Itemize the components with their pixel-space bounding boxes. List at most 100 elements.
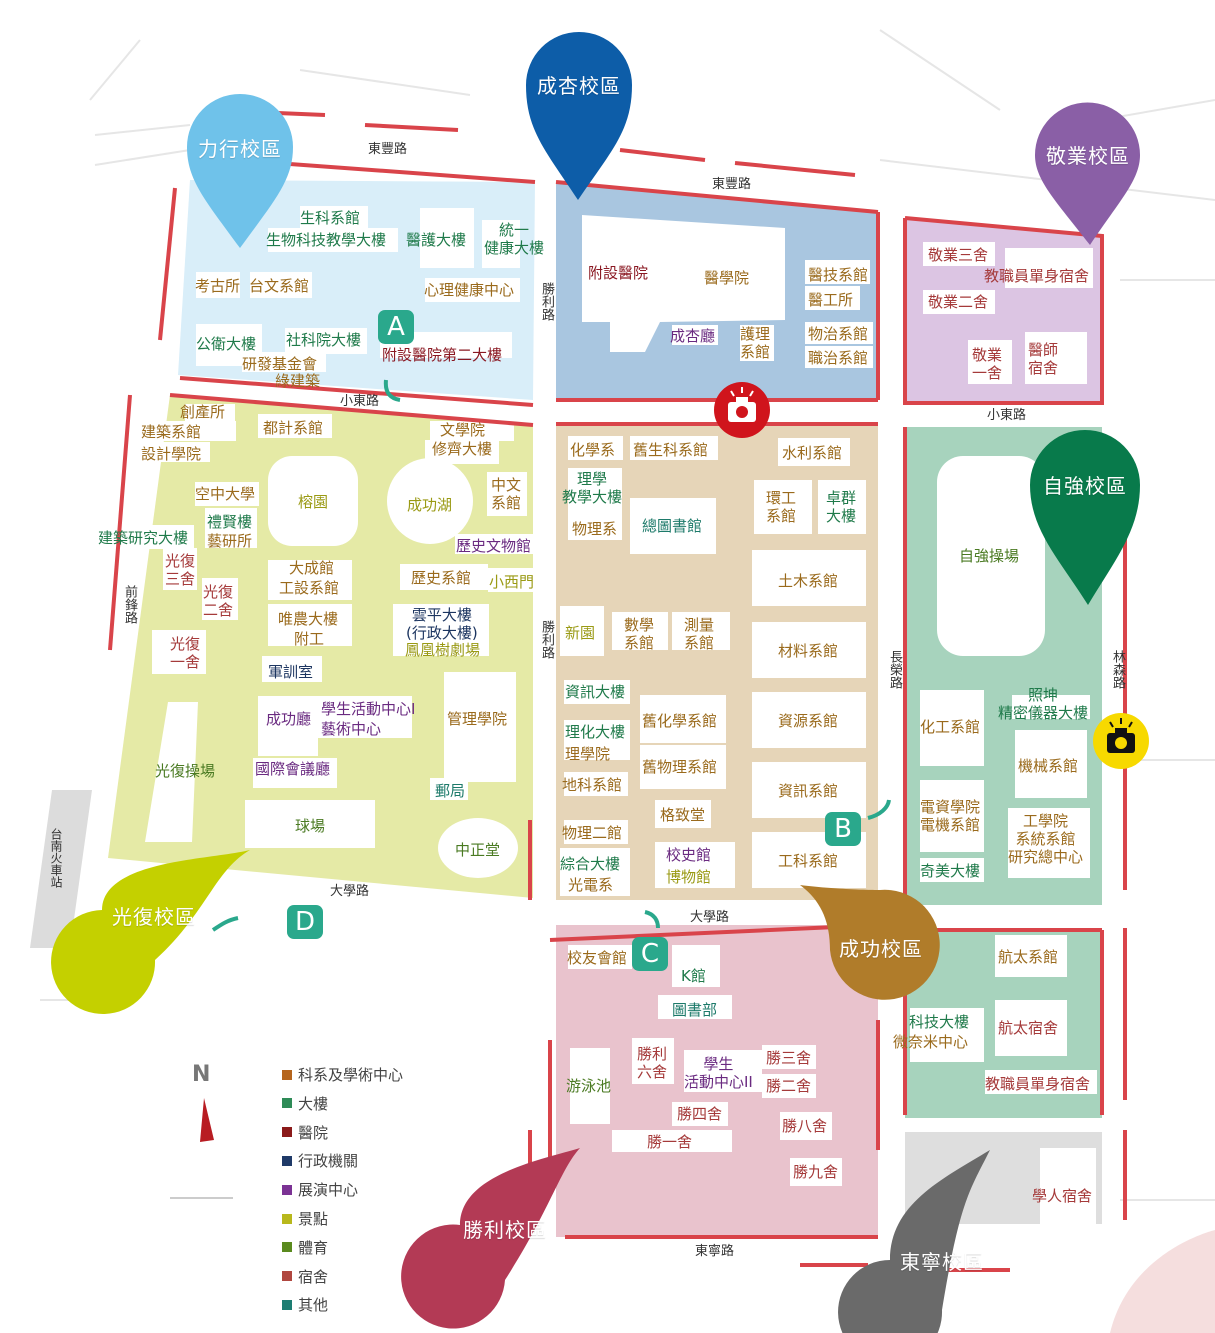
dorm-scholar[interactable]: 學人宿舍 bbox=[1032, 1187, 1093, 1205]
building-arch-research[interactable]: 建築研究大樓 bbox=[98, 529, 189, 547]
building-opto[interactable]: 光電系 bbox=[568, 876, 614, 894]
exhibit-history-museum[interactable]: 歷史文物館 bbox=[456, 537, 532, 555]
building-integrated[interactable]: 綜合大樓 bbox=[560, 855, 621, 873]
landmark-museum[interactable]: 博物館 bbox=[666, 868, 712, 886]
building-k-hall[interactable]: K館 bbox=[681, 967, 706, 985]
building-urban[interactable]: 都計系館 bbox=[263, 419, 324, 437]
building-physics[interactable]: 物理系 bbox=[572, 520, 618, 538]
sports-kuangfu-field[interactable]: 光復操場 bbox=[155, 762, 216, 780]
building-chemistry[interactable]: 化學系 bbox=[570, 441, 616, 459]
marker-b[interactable]: B bbox=[825, 812, 861, 846]
building-nano[interactable]: 微奈米中心 bbox=[893, 1033, 969, 1051]
building-chem-eng[interactable]: 化工系館 bbox=[920, 718, 981, 736]
building-sci-college[interactable]: 理學院 bbox=[565, 745, 611, 763]
building-nursing-dept[interactable]: 護理 系館 bbox=[740, 325, 771, 361]
building-mental-health[interactable]: 心理健康中心 bbox=[424, 281, 515, 299]
building-med-tech[interactable]: 醫技系館 bbox=[808, 266, 869, 284]
building-sci-eng[interactable]: 理化大樓 bbox=[565, 723, 626, 741]
building-research-fund[interactable]: 研發基金會 bbox=[242, 355, 318, 373]
building-dacheng[interactable]: 大成館 bbox=[289, 559, 335, 577]
building-taiwan-lit[interactable]: 台文系館 bbox=[249, 277, 310, 295]
sports-zhongzheng[interactable]: 中正堂 bbox=[455, 841, 501, 859]
dorm-shengli3[interactable]: 勝三舍 bbox=[766, 1049, 812, 1067]
building-life-sci[interactable]: 生科系館 bbox=[300, 209, 361, 227]
building-creative[interactable]: 創產所 bbox=[180, 403, 226, 421]
building-hydraulic[interactable]: 水利系館 bbox=[782, 444, 843, 462]
landmark-new-garden[interactable]: 新園 bbox=[565, 624, 596, 642]
building-old-bio[interactable]: 舊生科系館 bbox=[633, 441, 709, 459]
building-archaeology[interactable]: 考古所 bbox=[195, 277, 241, 295]
dorm-chingyeh3[interactable]: 敬業三舍 bbox=[928, 246, 989, 264]
building-med-eng[interactable]: 醫工所 bbox=[808, 291, 854, 309]
building-design[interactable]: 設計學院 bbox=[141, 445, 202, 463]
camera-icon[interactable] bbox=[714, 382, 770, 438]
building-chinese[interactable]: 中文 系館 bbox=[491, 476, 522, 512]
building-liberal-arts[interactable]: 文學院 bbox=[440, 421, 486, 439]
building-social-sci[interactable]: 社科院大樓 bbox=[286, 331, 362, 349]
dorm-shengli4[interactable]: 勝四舍 bbox=[677, 1105, 723, 1123]
pin-chingyeh[interactable]: 敬業校區 bbox=[1046, 143, 1130, 168]
building-hospital[interactable]: 附設醫院 bbox=[588, 264, 649, 282]
building-old-chem[interactable]: 舊化學系館 bbox=[642, 712, 718, 730]
building-gezhi[interactable]: 格致堂 bbox=[660, 806, 706, 824]
pin-chengkung[interactable]: 成功校區 bbox=[839, 936, 923, 961]
landmark-lake[interactable]: 成功湖 bbox=[407, 496, 453, 514]
marker-c[interactable]: C bbox=[632, 937, 668, 971]
building-physics2[interactable]: 物理二館 bbox=[562, 824, 623, 842]
marker-a[interactable]: A bbox=[378, 310, 414, 344]
sports-ballfield[interactable]: 球場 bbox=[295, 817, 326, 835]
exhibit-conference[interactable]: 國際會議廳 bbox=[255, 760, 331, 778]
building-bio-tech[interactable]: 生物科技教學大樓 bbox=[266, 231, 387, 249]
building-hospital-2[interactable]: 附設醫院第二大樓 bbox=[382, 346, 503, 364]
building-weinong[interactable]: 唯農大樓 bbox=[278, 610, 339, 628]
pin-tzuchiang[interactable]: 自強校區 bbox=[1043, 473, 1127, 498]
building-science[interactable]: 理學 教學大樓 bbox=[562, 470, 623, 506]
pin-kuangfu[interactable]: 光復校區 bbox=[112, 904, 196, 929]
dorm-kuangfu3[interactable]: 光復 三舍 bbox=[165, 552, 196, 588]
building-survey[interactable]: 測量 系館 bbox=[684, 616, 715, 652]
exhibit-student-center-2[interactable]: 學生 活動中心II bbox=[684, 1055, 753, 1091]
building-eng-college[interactable]: 工學院 系統系館 研究總中心 bbox=[1008, 812, 1084, 866]
dorm-chingyeh2[interactable]: 敬業二舍 bbox=[928, 293, 989, 311]
building-yunping[interactable]: 雲平大樓 (行政大樓) bbox=[406, 606, 478, 642]
building-ind-design[interactable]: 工設系館 bbox=[279, 579, 340, 597]
building-aero[interactable]: 航太系館 bbox=[998, 948, 1059, 966]
building-nursing[interactable]: 醫護大樓 bbox=[406, 231, 467, 249]
building-cs[interactable]: 資訊系館 bbox=[778, 782, 839, 800]
sports-tzuchiang-field[interactable]: 自強操場 bbox=[959, 547, 1020, 565]
building-affil-school[interactable]: 附工 bbox=[294, 630, 325, 648]
dorm-kuangfu2[interactable]: 光復 二舍 bbox=[203, 583, 234, 619]
building-civil[interactable]: 土木系館 bbox=[778, 572, 839, 590]
exhibit-student-center[interactable]: 學生活動中心I bbox=[321, 700, 416, 718]
building-arch-dept[interactable]: 建築系館 bbox=[141, 423, 202, 441]
building-occupational[interactable]: 職治系館 bbox=[808, 349, 869, 367]
building-resources[interactable]: 資源系館 bbox=[778, 712, 839, 730]
dorm-staff[interactable]: 教職員單身宿舍 bbox=[984, 267, 1090, 285]
building-public-health[interactable]: 公衛大樓 bbox=[196, 335, 257, 353]
dorm-staff-2[interactable]: 教職員單身宿舍 bbox=[985, 1075, 1091, 1093]
building-physio[interactable]: 物治系館 bbox=[808, 325, 869, 343]
dorm-shengli6[interactable]: 勝利 六舍 bbox=[637, 1045, 668, 1081]
pin-tungning[interactable]: 東寧校區 bbox=[900, 1249, 984, 1274]
building-env-eng[interactable]: 環工 系館 bbox=[766, 489, 797, 525]
building-green[interactable]: 綠建築 bbox=[275, 372, 321, 390]
other-books[interactable]: 圖書部 bbox=[672, 1001, 718, 1019]
building-management[interactable]: 管理學院 bbox=[447, 710, 508, 728]
exhibit-school-history[interactable]: 校史館 bbox=[666, 846, 712, 864]
landmark-banyan[interactable]: 榕園 bbox=[298, 493, 329, 511]
building-history-dept[interactable]: 歷史系館 bbox=[411, 569, 472, 587]
building-open-univ[interactable]: 空中大學 bbox=[195, 485, 256, 503]
building-info[interactable]: 資訊大樓 bbox=[565, 683, 626, 701]
building-qimei[interactable]: 奇美大樓 bbox=[920, 862, 981, 880]
dorm-shengli1[interactable]: 勝一舍 bbox=[647, 1133, 693, 1151]
exhibit-chenggong-hall[interactable]: 成功廳 bbox=[266, 710, 312, 728]
building-alumni[interactable]: 校友會館 bbox=[567, 949, 628, 967]
sports-pool[interactable]: 游泳池 bbox=[566, 1077, 612, 1095]
pin-chenghsing[interactable]: 成杏校區 bbox=[537, 73, 621, 98]
dorm-chingyeh1[interactable]: 敬業 一舍 bbox=[972, 346, 1003, 382]
landmark-west-gate[interactable]: 小西門 bbox=[489, 573, 535, 591]
dorm-aero[interactable]: 航太宿舍 bbox=[998, 1019, 1059, 1037]
exhibit-art-center[interactable]: 藝術中心 bbox=[321, 720, 382, 738]
building-military[interactable]: 軍訓室 bbox=[268, 663, 314, 681]
building-mechanical[interactable]: 機械系館 bbox=[1018, 757, 1079, 775]
